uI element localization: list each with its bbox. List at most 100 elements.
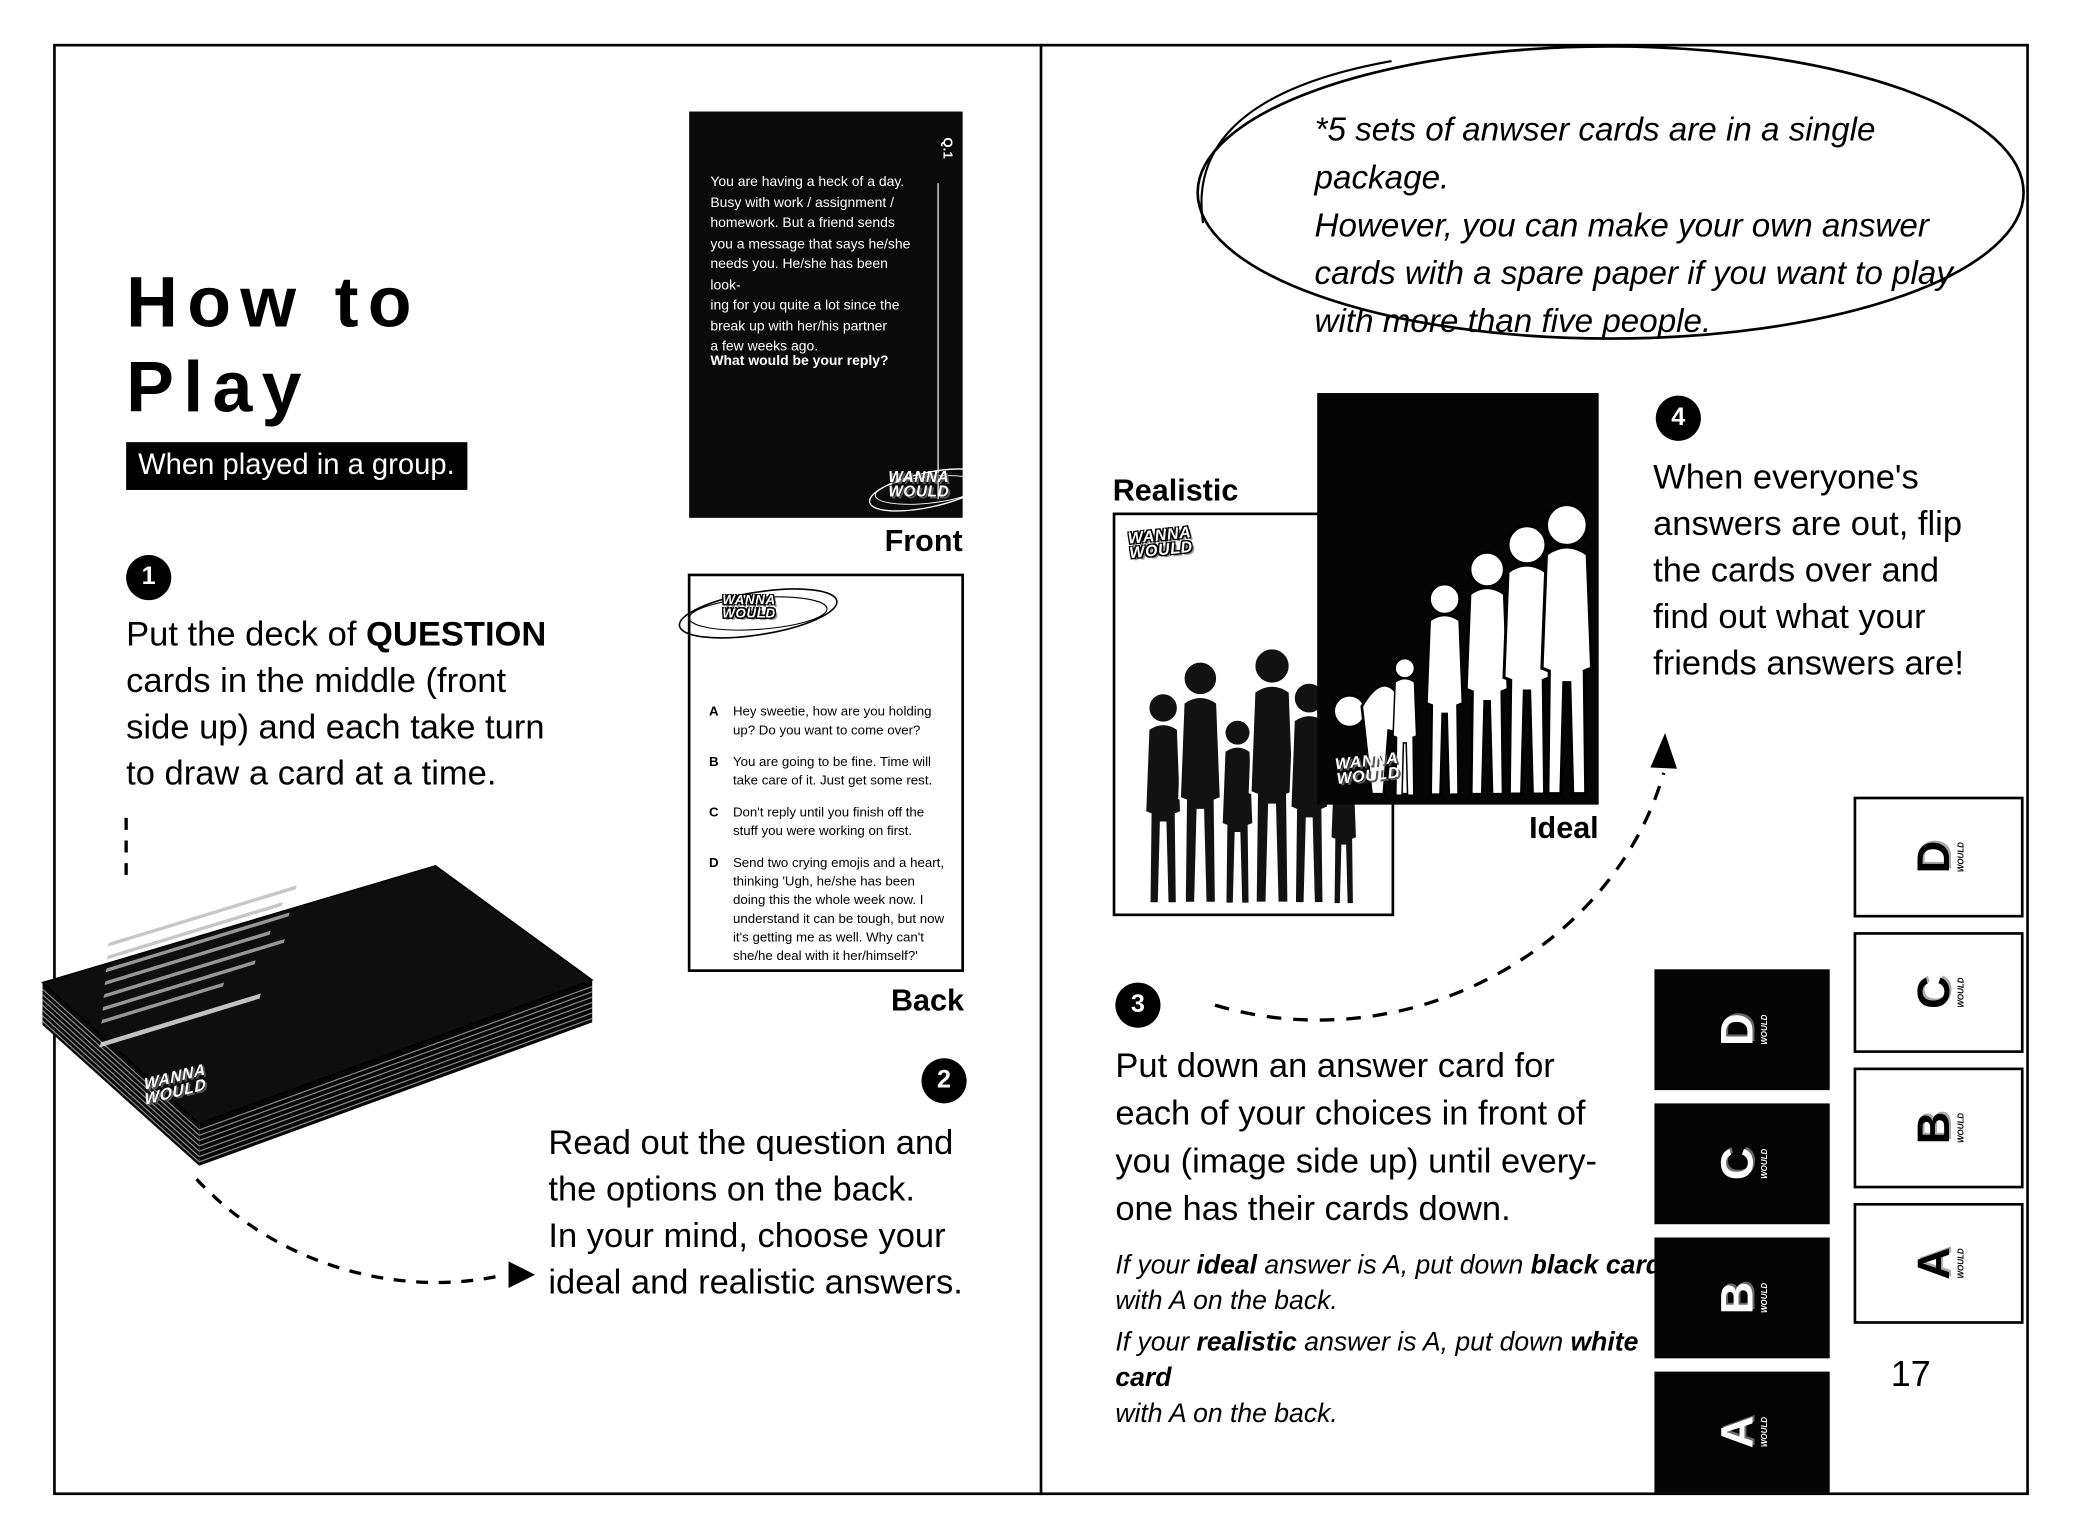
step2-badge: 2 bbox=[921, 1058, 967, 1104]
answer-option-d: D Send two crying emojis and a heart, th… bbox=[709, 855, 948, 967]
mini-logo: WOULD bbox=[1761, 1416, 1770, 1448]
option-text: Don't reply until you finish off the stu… bbox=[732, 805, 925, 840]
mini-logo: WOULD bbox=[1957, 842, 1966, 873]
arrowhead-up-icon bbox=[1650, 732, 1678, 769]
title-line-2: Play bbox=[126, 347, 311, 428]
mini-logo: WOULD bbox=[1761, 1014, 1770, 1045]
ideal-label: Ideal bbox=[1529, 809, 1599, 845]
question-deck-illustration bbox=[41, 864, 594, 1166]
logo-orbit-icon bbox=[678, 588, 838, 639]
bubble-text: *5 sets of anwser cards are in a single … bbox=[1314, 111, 1953, 340]
note-end: with A on the back. bbox=[1115, 1286, 1338, 1316]
question-number: Q.1 bbox=[939, 137, 954, 159]
logo-line2: WOULD bbox=[1128, 537, 1194, 563]
arrowhead-right-icon bbox=[508, 1261, 536, 1288]
note-mid: answer is A, put down bbox=[1257, 1250, 1531, 1280]
realistic-figures bbox=[1143, 646, 1358, 905]
center-divider bbox=[1039, 43, 1043, 1496]
logo-line2: WOULD bbox=[722, 606, 776, 621]
note-end: with A on the back. bbox=[1115, 1399, 1338, 1429]
question-card-back: WANNA WOULD A Hey sweetie, how are you h… bbox=[678, 573, 964, 972]
step1-text-start: Put the deck of bbox=[126, 613, 367, 654]
speech-bubble bbox=[1196, 45, 2025, 340]
step1-text-bold: QUESTION bbox=[366, 613, 547, 654]
card-letter: C bbox=[1712, 1147, 1763, 1181]
step3-step4-arrow bbox=[1214, 772, 1666, 1022]
step4-text: When everyone's answers are out, flip th… bbox=[1653, 456, 1964, 683]
realistic-label: Realistic bbox=[1112, 472, 1239, 508]
wanna-would-logo-back: WANNA WOULD bbox=[722, 595, 775, 620]
card-letter: D bbox=[1712, 1013, 1763, 1047]
step3-note-realistic: If your realistic answer is A, put down … bbox=[1115, 1325, 1686, 1433]
logo-line1: WANNA bbox=[888, 470, 950, 486]
step3-text: Put down an answer card for each of your… bbox=[1115, 1044, 1597, 1229]
mini-logo: WOULD bbox=[1957, 1112, 1966, 1144]
wanna-would-logo-front: WANNA WOULD bbox=[868, 468, 988, 512]
bubble-sketch-arc bbox=[1200, 60, 1392, 224]
deck-step2-arrow bbox=[195, 1177, 505, 1285]
card-letter: A bbox=[1712, 1415, 1763, 1449]
question-card-front: Q.1 You are having a heck of a day. Busy… bbox=[689, 111, 988, 518]
title-line-1: How to bbox=[126, 262, 421, 343]
logo-orbit-icon bbox=[868, 468, 988, 512]
deck-card-edges bbox=[42, 985, 593, 1163]
page-title: How to Play bbox=[126, 260, 421, 430]
note-bold-2: white card bbox=[1115, 1327, 1639, 1393]
note-bold-2: black card bbox=[1530, 1250, 1663, 1280]
front-card-label: Front bbox=[884, 523, 963, 558]
step3-note-ideal: If your ideal answer is A, put down blac… bbox=[1115, 1248, 1686, 1320]
mini-logo: WOULD bbox=[1761, 1148, 1770, 1179]
step4-badge: 4 bbox=[1655, 395, 1701, 441]
option-letter: D bbox=[709, 856, 719, 872]
option-letter: A bbox=[709, 705, 719, 720]
step3-badge: 3 bbox=[1115, 982, 1161, 1028]
mini-logo: WOULD bbox=[1957, 1248, 1966, 1279]
question-prompt: What would be your reply? bbox=[710, 353, 889, 370]
card-letter: D bbox=[1908, 840, 1960, 874]
note-bold-1: ideal bbox=[1196, 1250, 1258, 1280]
answer-option-c: C Don't reply until you finish off the s… bbox=[709, 805, 948, 842]
deck-top-face bbox=[41, 864, 594, 1125]
logo-line2: WOULD bbox=[888, 483, 950, 500]
answer-option-b: B You are going to be fine. Time will ta… bbox=[709, 754, 948, 791]
option-letter: B bbox=[709, 755, 719, 771]
option-text: Hey sweetie, how are you holding up? Do … bbox=[732, 705, 932, 739]
note-start: If your bbox=[1115, 1250, 1197, 1280]
step2-text: Read out the question and the options on… bbox=[548, 1121, 963, 1302]
step1-text: Put the deck of QUESTION cards in the mi… bbox=[126, 611, 588, 797]
ideal-figures bbox=[1332, 502, 1594, 797]
note-mid: answer is A, put down bbox=[1296, 1327, 1571, 1358]
note-bold-1: realistic bbox=[1196, 1327, 1297, 1358]
deck-face-text-lines bbox=[99, 885, 297, 1048]
deck-side-front bbox=[199, 979, 593, 1166]
wanna-would-logo-ideal: WANNA WOULD bbox=[1334, 748, 1401, 788]
answer-option-a: A Hey sweetie, how are you holding up? D… bbox=[709, 704, 948, 741]
deck-side-left bbox=[42, 982, 200, 1166]
card-letter: B bbox=[1712, 1281, 1763, 1315]
card-letter: C bbox=[1908, 976, 1960, 1009]
wanna-would-logo-realistic: WANNA WOULD bbox=[1127, 523, 1194, 563]
mini-logo: WOULD bbox=[1761, 1282, 1770, 1313]
logo-line1: WANNA bbox=[722, 593, 776, 609]
answer-options: A Hey sweetie, how are you holding up? D… bbox=[709, 704, 948, 980]
step1-badge: 1 bbox=[126, 555, 172, 601]
option-letter: C bbox=[709, 805, 719, 821]
note-start: If your bbox=[1115, 1327, 1197, 1358]
card-letter: A bbox=[1908, 1247, 1960, 1280]
mini-logo: WOULD bbox=[1957, 977, 1966, 1008]
card-letter: B bbox=[1908, 1111, 1960, 1145]
back-card-label: Back bbox=[890, 982, 964, 1018]
subtitle-badge: When played in a group. bbox=[126, 442, 467, 490]
card-divider-line bbox=[937, 183, 939, 500]
step1-text-rest: cards in the middle (front side up) and … bbox=[126, 659, 545, 793]
